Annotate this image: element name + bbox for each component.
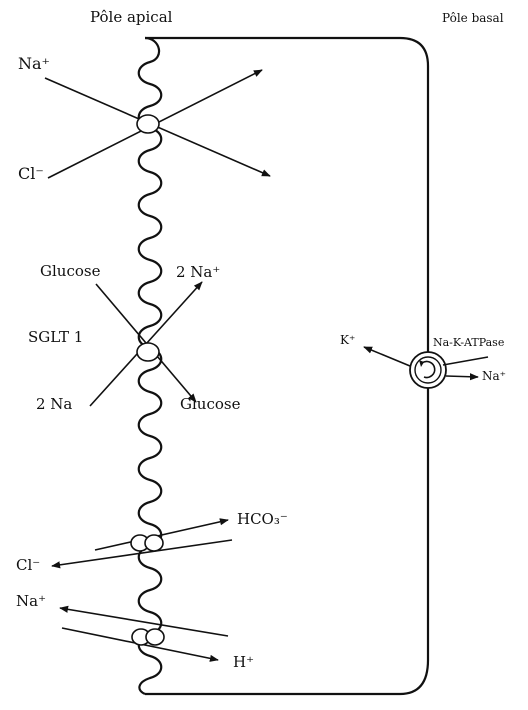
two-na-out-label: 2 Na⁺ xyxy=(176,263,221,281)
apical-membrane xyxy=(137,36,163,696)
transporter-cl-hco3-b xyxy=(144,534,164,552)
na-h-in-arrow xyxy=(59,605,229,637)
na-top-label: Na⁺ xyxy=(18,54,50,73)
pump-to-label-line xyxy=(442,356,489,366)
cl-bottom-label: Cl⁻ xyxy=(16,556,41,574)
top-membrane xyxy=(145,36,430,395)
cl-top-label: Cl⁻ xyxy=(18,164,44,183)
na-pump-arrow xyxy=(445,373,479,381)
na-bottom-label: Na⁺ xyxy=(16,592,46,610)
basal-membrane xyxy=(145,395,430,696)
two-na-in-label: 2 Na xyxy=(36,395,73,413)
cl-hco3-in-arrow xyxy=(51,539,233,569)
transporter-na-h-b xyxy=(145,628,165,646)
transporter-sglt1 xyxy=(136,342,160,362)
hco3-label: HCO₃⁻ xyxy=(237,510,288,528)
pump-inner xyxy=(414,356,442,384)
transporter-na-cl xyxy=(136,114,160,134)
h-label: H⁺ xyxy=(233,653,254,671)
na-pump-label: Na⁺ xyxy=(482,369,506,383)
glucose-out-label: Glucose xyxy=(180,395,241,413)
cl-hco3-out-arrow xyxy=(94,518,229,551)
apical-pole-label: Pôle apical xyxy=(90,8,173,26)
k-arrow xyxy=(363,346,411,367)
k-label: K⁺ xyxy=(340,333,356,347)
glucose-in-label: Glucose xyxy=(40,262,101,280)
na-k-atpase-label: Na-K-ATPase xyxy=(433,336,505,349)
basal-pole-label: Pôle basal xyxy=(442,11,504,25)
sglt1-label: SGLT 1 xyxy=(28,328,84,346)
pump-rotation-icon xyxy=(421,360,436,379)
